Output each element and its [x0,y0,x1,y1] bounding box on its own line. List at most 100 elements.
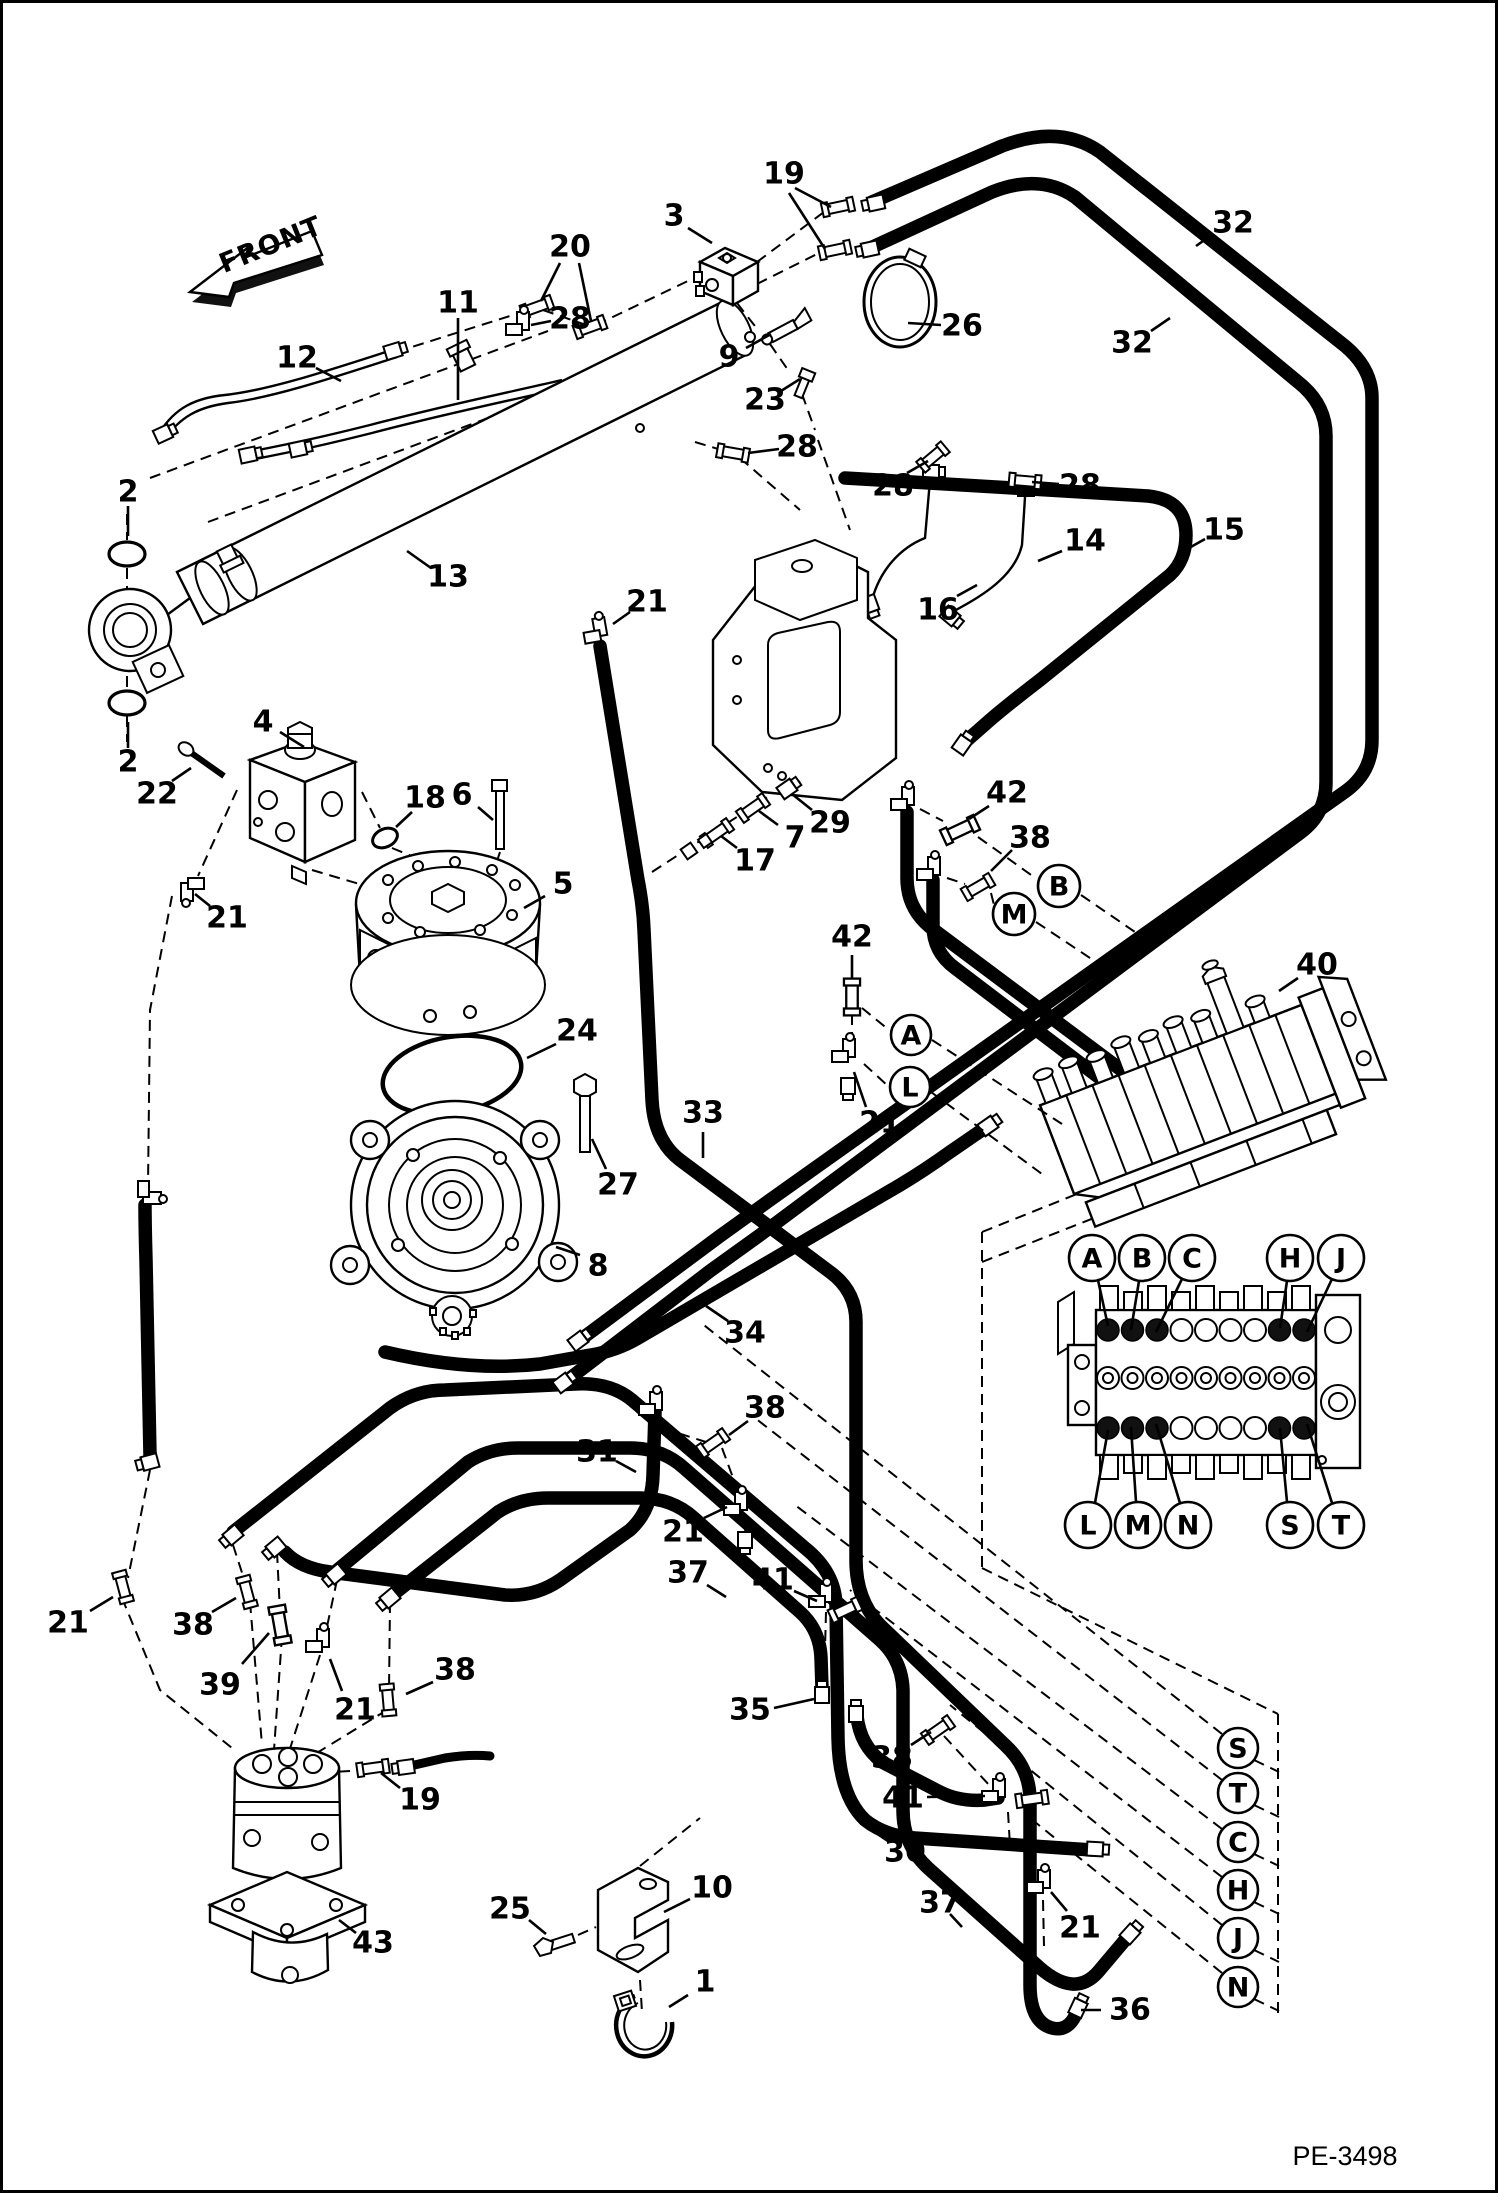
port-dash-S [1253,1759,1280,1773]
leader-line-21 [328,1658,344,1692]
port-circle-L [1063,1500,1113,1550]
port-letter-L: L [1079,1511,1096,1542]
port-letter-J: J [1231,1924,1243,1955]
port-leader-B [1129,1280,1141,1331]
leader-line-4 [279,730,305,749]
port-circle-M [991,891,1037,937]
callout-19: 19 [399,1783,441,1818]
detail-port-top-4 [1194,1318,1218,1342]
port-circle-M [1113,1500,1163,1550]
callout-35: 35 [729,1693,771,1728]
leader-line-38 [728,1419,749,1437]
port-letter-A: A [901,1021,922,1052]
port-circle-A [1067,1233,1117,1283]
swing-motor-5 [350,849,546,1036]
port-letter-N: N [1177,1511,1200,1542]
callout-14: 14 [1064,524,1106,559]
callout-27: 27 [597,1168,639,1203]
clamp-26 [862,247,938,349]
leader-line-31 [615,1459,637,1474]
detail-port-top-5 [1218,1318,1243,1342]
port-letter-H: H [1227,1876,1250,1907]
valve-4 [246,720,359,886]
port-dash-B [1080,894,1136,933]
leader-line-38 [990,849,1013,872]
callout-21: 21 [662,1515,704,1550]
callout-28: 28 [776,430,818,465]
fitting-9 [761,306,813,346]
port-dash-J [1253,1949,1280,1963]
callout-12: 12 [276,341,318,376]
gearbox-8 [329,1099,579,1340]
port-circle-N [1163,1500,1213,1550]
leader-line-19 [794,186,832,209]
gear-teeth [429,1295,477,1340]
hose-34 [378,1121,992,1374]
port-circle-J [1216,1916,1260,1960]
callout-38: 38 [1009,821,1051,856]
port-leader-A [1096,1279,1110,1327]
leader-line-28 [906,459,929,475]
mount-plate [711,538,898,802]
leader-line-5 [523,894,546,910]
callout-11: 11 [437,286,479,321]
leader-line-41 [793,1589,818,1603]
callout-6: 6 [452,778,473,813]
port-leader-M [1129,1426,1138,1503]
hose-32-inner [558,176,1333,1389]
hose-drain-left [138,1198,157,1462]
callout-30: 30 [884,1835,926,1870]
detail-port-bottom-4 [1194,1416,1218,1440]
leader-line-29 [791,792,813,812]
callout-36: 36 [1109,1993,1151,2028]
port-letter-J: J [1334,1244,1346,1275]
port-letter-B: B [1132,1244,1153,1275]
callout-32: 32 [1111,326,1153,361]
port-dash-T [1253,1804,1280,1818]
port-circle-H [1265,1233,1315,1283]
leader-line-38 [405,1680,434,1696]
port-letter-A: A [1082,1244,1103,1275]
callout-21: 21 [47,1606,89,1641]
callout-16: 16 [917,593,959,628]
hose-port-M [926,873,1212,1165]
port-letter-B: B [1049,872,1070,903]
detail-port-top-3 [1169,1318,1194,1342]
callout-23: 23 [744,383,786,418]
port-dash-J [949,1704,1223,1926]
detail-port-mid-inner-0 [1102,1372,1114,1384]
hose-33-36 [593,639,1083,2036]
hoses [138,129,1379,2036]
leader-line-42 [968,804,990,821]
valve-detail-ports [1096,1318,1316,1440]
leader-line-14 [1037,549,1063,563]
callout-38: 38 [434,1653,476,1688]
tube-14 [938,481,1041,632]
leader-line-34 [705,1304,729,1323]
leader-line-27 [590,1138,608,1170]
callout-41: 41 [752,1563,794,1598]
bolt-6 [491,779,508,850]
leader-line-21 [1050,1891,1068,1912]
callout-31: 31 [576,1435,618,1470]
leader-line-21 [703,1505,728,1520]
port-dash-T [754,1417,1223,1781]
leader-line-12 [315,366,342,383]
detail-port-mid-inner-4 [1200,1372,1212,1384]
port-dash-A [931,1039,1063,1125]
leader-line-9 [745,332,772,350]
hose-35-b [850,1709,1005,1808]
callout-37: 37 [919,1886,961,1921]
callout-28: 28 [1059,469,1101,504]
leader-line-10 [663,1897,691,1914]
detail-port-mid-inner-6 [1249,1372,1261,1384]
port-circle-T [1316,1500,1366,1550]
detail-port-mid-inner-8 [1298,1372,1310,1384]
callout-28: 28 [549,302,591,337]
callout-21: 21 [859,1106,901,1141]
leader-line-21 [852,1071,868,1108]
hose-30 [226,1377,1099,1857]
port-leader-C [1154,1278,1184,1333]
leader-line-37 [706,1583,727,1599]
